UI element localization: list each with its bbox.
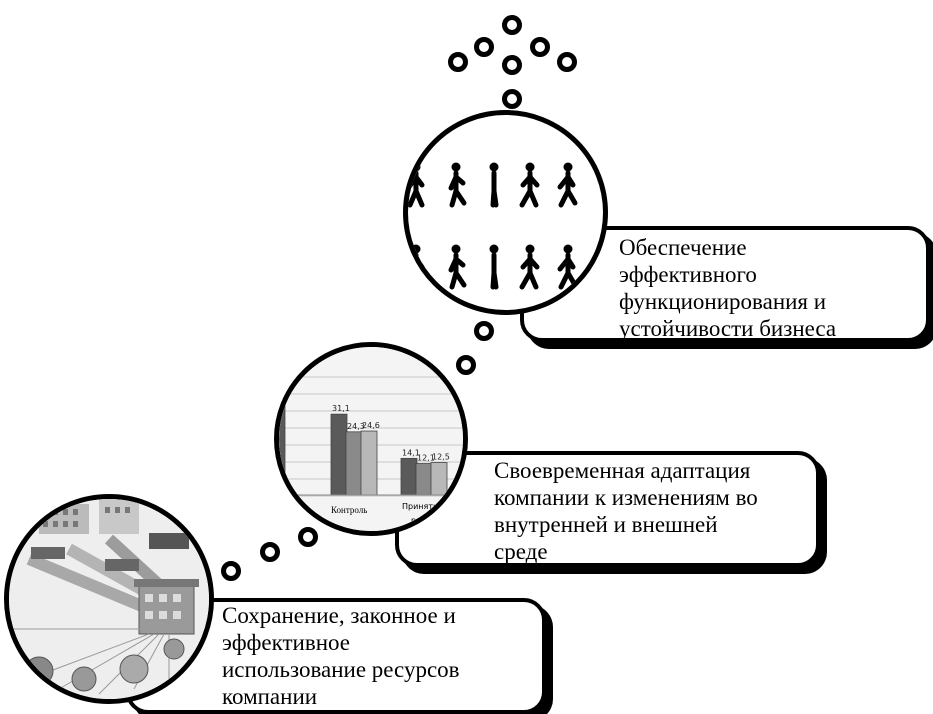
person-head (451, 244, 461, 254)
bubble-dot (448, 52, 468, 72)
bubble-dot (502, 55, 522, 75)
chart-category-label: Принятие (402, 502, 443, 511)
walking-person-icon (408, 244, 425, 290)
chart-data-label: 12,1 (417, 454, 435, 463)
chart-bar (345, 431, 363, 496)
person-body (408, 252, 425, 290)
person-body (557, 170, 578, 208)
chart-bar (430, 462, 448, 496)
walking-person-icon (448, 162, 467, 208)
chart-data-label: 31,1 (332, 404, 350, 413)
person-head (451, 162, 461, 172)
bubble-dot (298, 527, 318, 547)
person-body (519, 170, 540, 208)
person-body (490, 170, 499, 208)
stage-3-line-2: эффективного (619, 262, 757, 287)
bubble-dot (502, 89, 522, 109)
person-body (448, 252, 467, 290)
bubble-dot (221, 561, 241, 581)
chart-bar (360, 430, 378, 496)
stage-3-line-3: функционирования и (619, 289, 827, 314)
bubble-dot (474, 37, 494, 57)
resources-illustration-circle (4, 494, 214, 704)
bubble-dot (456, 355, 476, 375)
business-walkers-circle (403, 110, 608, 315)
chart-category-label: риск (411, 516, 431, 525)
chart-category-label: Контроль (331, 505, 367, 515)
person-head (411, 162, 421, 172)
walking-person-icon (557, 244, 578, 290)
bubble-dot (260, 542, 280, 562)
walking-person-icon (519, 162, 540, 208)
bubble-dot (474, 321, 494, 341)
chart-data-label: 14,1 (402, 448, 420, 457)
person-body (490, 252, 499, 290)
bubble-dot (502, 15, 522, 35)
person-head (489, 162, 499, 172)
stage-1-line-1: Сохранение, законное и (222, 603, 456, 628)
chart-bar (330, 413, 348, 496)
person-head (525, 244, 535, 254)
person-body (408, 170, 425, 208)
person-head (489, 244, 499, 254)
person-body (557, 252, 578, 290)
building-network-image (9, 499, 209, 699)
stage-2-text: Своевременная адаптация компании к измен… (494, 457, 758, 565)
chart-data-label: 35 (279, 394, 280, 403)
person-head (563, 162, 573, 172)
chart-data-label: 24,3 (347, 422, 365, 431)
stage-2-line-2: компании к изменениям во (494, 485, 758, 510)
stage-2-line-4: среде (494, 539, 548, 564)
stage-2-line-3: внутренней и внешней (494, 512, 718, 537)
walking-person-icon (448, 244, 467, 290)
person-head (525, 162, 535, 172)
stage-3-line-4: устойчивости бизнеса (619, 316, 837, 341)
stage-1-text: Сохранение, законное и эффективное испол… (222, 602, 460, 710)
walking-person-icon (489, 244, 499, 290)
chart-data-label: 12,5 (432, 453, 450, 462)
stage-1-line-2: эффективное (222, 630, 351, 655)
walking-people-image (408, 162, 578, 290)
chart-bar (279, 403, 286, 496)
bubble-dot (557, 52, 577, 72)
person-body (448, 170, 467, 208)
person-body (519, 252, 540, 290)
chart-bar (415, 463, 433, 496)
walking-person-icon (489, 162, 499, 208)
walking-person-icon (408, 162, 425, 208)
person-head (563, 244, 573, 254)
stage-2-box: Своевременная адаптация компании к измен… (395, 451, 820, 567)
walking-person-icon (519, 244, 540, 290)
stage-3-line-1: Обеспечение (619, 235, 747, 260)
chart-bar (400, 457, 418, 496)
stage-2-line-1: Своевременная адаптация (494, 458, 751, 483)
person-head (411, 244, 421, 254)
chart-data-label: 24,6 (362, 421, 380, 430)
stage-3-text: Обеспечение эффективного функционировани… (619, 234, 836, 342)
stage-1-line-3: использование ресурсов (222, 657, 460, 682)
walking-person-icon (557, 162, 578, 208)
bubble-dot (530, 37, 550, 57)
stage-1-line-4: компании (222, 684, 318, 709)
